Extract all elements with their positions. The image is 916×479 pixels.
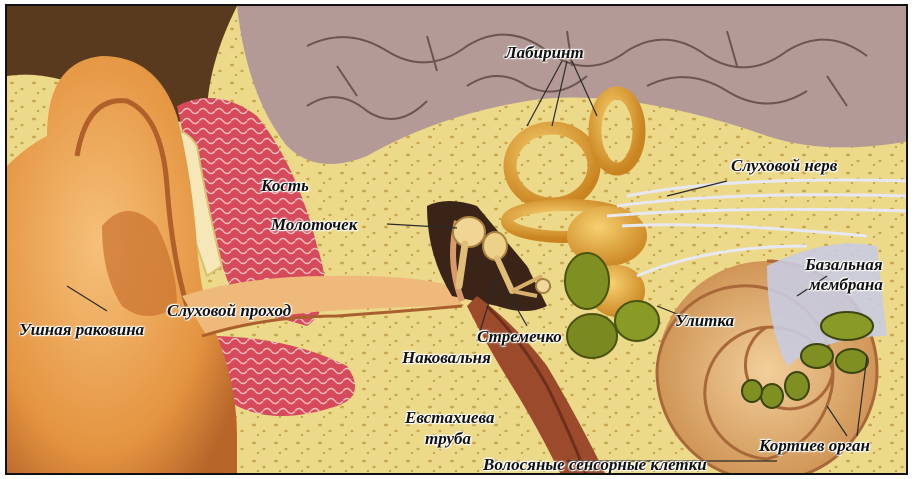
label-cochlea: Улитка [675,312,734,330]
label-anvil: Наковальня [402,349,491,367]
hammer-bone [453,217,485,247]
label-eustachian-2: труба [425,430,471,448]
anatomy-illustration: Лабиринт Кость Молоточек Слуховой нерв Б… [5,4,908,475]
label-labyrinth: Лабиринт [505,44,584,62]
label-eustachian-1: Евстахиева [405,409,494,427]
label-basilar-membrane-2: мембрана [809,276,883,294]
label-auditory-nerve: Слуховой нерв [731,157,837,175]
label-bone: Кость [261,177,309,195]
label-auricle: Ушная раковина [19,321,144,339]
label-basilar-membrane-1: Базальная [805,256,883,274]
ear-cross-section [7,6,908,475]
label-hammer: Молоточек [271,216,357,234]
label-hair-cells: Волосяные сенсорные клетки [483,456,707,474]
label-stirrup: Стремечко [477,328,562,346]
label-ear-canal: Слуховой проход [167,302,291,320]
label-corti-organ: Кортиев орган [759,437,870,455]
